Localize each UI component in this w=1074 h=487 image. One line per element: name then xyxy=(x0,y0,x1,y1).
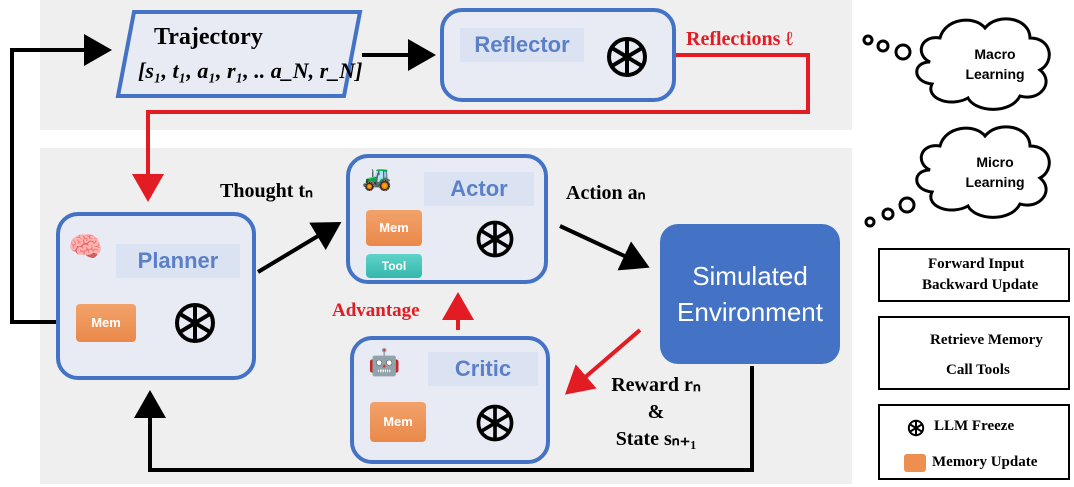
micro-learning-label: Micro Learning xyxy=(940,152,1050,192)
legend-call: Call Tools xyxy=(946,362,1010,378)
reflector-box: Reflector xyxy=(440,8,676,102)
reward-line1: Reward rₙ xyxy=(611,374,701,396)
legend-backward: Backward Update xyxy=(922,277,1039,293)
actor-tool: Tool xyxy=(366,254,422,278)
arrow-environment-to-planner xyxy=(134,366,754,472)
reflector-title: Reflector xyxy=(460,28,584,62)
planner-title: Planner xyxy=(116,244,240,278)
actor-title: Actor xyxy=(424,172,534,206)
action-label: Action aₙ xyxy=(566,182,646,204)
excavator-icon: 🚜 xyxy=(362,166,392,192)
reward-line2: & xyxy=(647,401,665,423)
arrow-actor-to-environment xyxy=(559,224,650,271)
llm-icon xyxy=(476,220,514,258)
trajectory-sequence: [s₁, t₁, a₁, r₁, .. a_N, r_N] xyxy=(138,58,363,83)
brain-icon: 🧠 xyxy=(68,232,103,263)
legend-freeze: LLM Freeze xyxy=(934,418,1015,434)
llm-icon xyxy=(175,303,215,343)
llm-icon xyxy=(907,419,925,437)
environment-box: Simulated Environment xyxy=(660,224,840,364)
micro-cloud xyxy=(864,125,1051,228)
trajectory-title: Trajectory xyxy=(154,24,263,50)
environment-line2: Environment xyxy=(677,297,823,327)
planner-box: 🧠 Planner Mem xyxy=(56,212,256,380)
planner-mem: Mem xyxy=(76,304,136,342)
actor-box: 🚜 Actor Mem Tool xyxy=(346,154,548,284)
reward-line3: State sₙ₊₁ xyxy=(615,428,697,450)
critic-box: 🤖 Critic Mem xyxy=(350,336,550,464)
actor-mem: Mem xyxy=(366,210,422,246)
legend-freeze-update: LLM Freeze Memory Update xyxy=(878,404,1070,480)
micro-line1: Micro xyxy=(976,154,1014,170)
micro-line2: Learning xyxy=(965,174,1025,190)
legend-arrows: Forward Input Backward Update xyxy=(878,248,1070,302)
macro-cloud xyxy=(862,17,1051,111)
macro-line1: Macro xyxy=(974,46,1016,62)
legend-retrieve: Retrieve Memory xyxy=(930,332,1043,348)
robot-icon: 🤖 xyxy=(368,348,401,377)
environment-line1: Simulated xyxy=(692,261,808,291)
legend-update: Memory Update xyxy=(932,454,1038,470)
arrow-planner-to-actor xyxy=(256,221,342,274)
macro-line2: Learning xyxy=(965,66,1025,82)
legend-memory-tools: Retrieve Memory Call Tools xyxy=(878,316,1070,390)
critic-title: Critic xyxy=(428,352,538,386)
arrow-environment-to-critic xyxy=(564,328,642,395)
macro-learning-label: Macro Learning xyxy=(940,44,1050,84)
advantage-label: Advantage xyxy=(332,300,420,321)
reward-label: Reward rₙ & State sₙ₊₁ xyxy=(596,372,716,453)
legend-forward: Forward Input xyxy=(928,256,1025,272)
arrow-reflections-to-planner xyxy=(132,53,810,202)
reflections-label: Reflections ℓ xyxy=(686,28,793,50)
legend-memory-swatch xyxy=(904,454,926,472)
critic-mem: Mem xyxy=(370,402,426,442)
arrow-planner-to-trajectory xyxy=(10,34,112,324)
trajectory-box: Trajectory [s₁, t₁, a₁, r₁, .. a_N, r_N] xyxy=(114,8,364,100)
thought-label: Thought tₙ xyxy=(220,180,313,202)
llm-icon xyxy=(476,404,514,442)
llm-icon xyxy=(607,37,647,77)
